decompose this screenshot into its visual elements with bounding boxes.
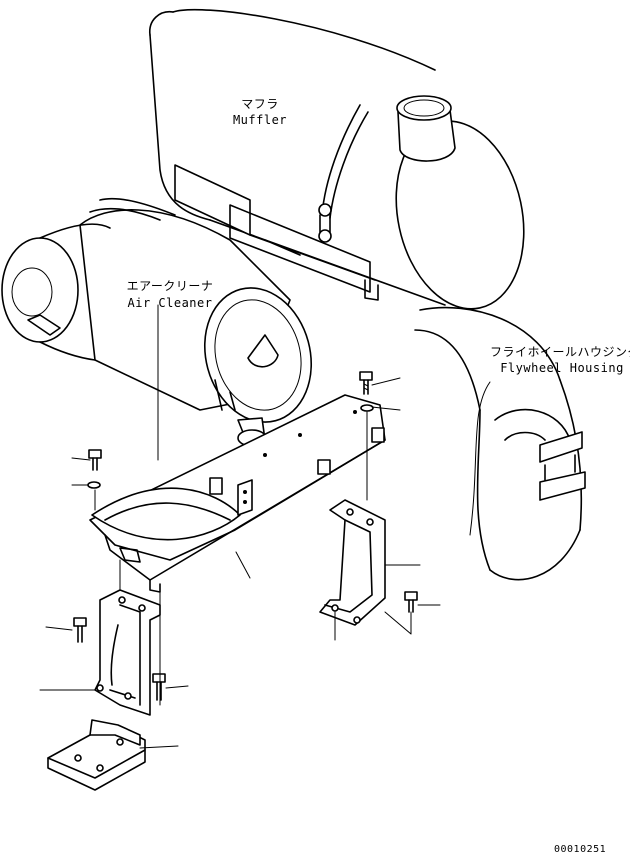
muffler	[149, 8, 525, 310]
air-cleaner-label-en: Air Cleaner	[127, 296, 213, 310]
bolts	[73, 371, 418, 701]
muffler-label-jp: マフラ	[241, 97, 279, 111]
right-support	[319, 499, 386, 626]
muffler-label-en: Muffler	[232, 113, 288, 127]
flywheel-housing	[414, 306, 586, 581]
air-cleaner-label-jp: エアークリーナ	[126, 279, 214, 293]
leader-lines	[39, 304, 491, 749]
left-support	[94, 589, 161, 716]
air-cleaner	[1, 197, 313, 447]
cradle-bracket	[89, 394, 386, 593]
flywheel-label-jp: フライホイールハウジング	[490, 345, 630, 359]
foot-plate	[47, 719, 146, 791]
drawing-number: 00010251	[554, 844, 607, 855]
flywheel-label-en: Flywheel Housing	[500, 361, 624, 375]
